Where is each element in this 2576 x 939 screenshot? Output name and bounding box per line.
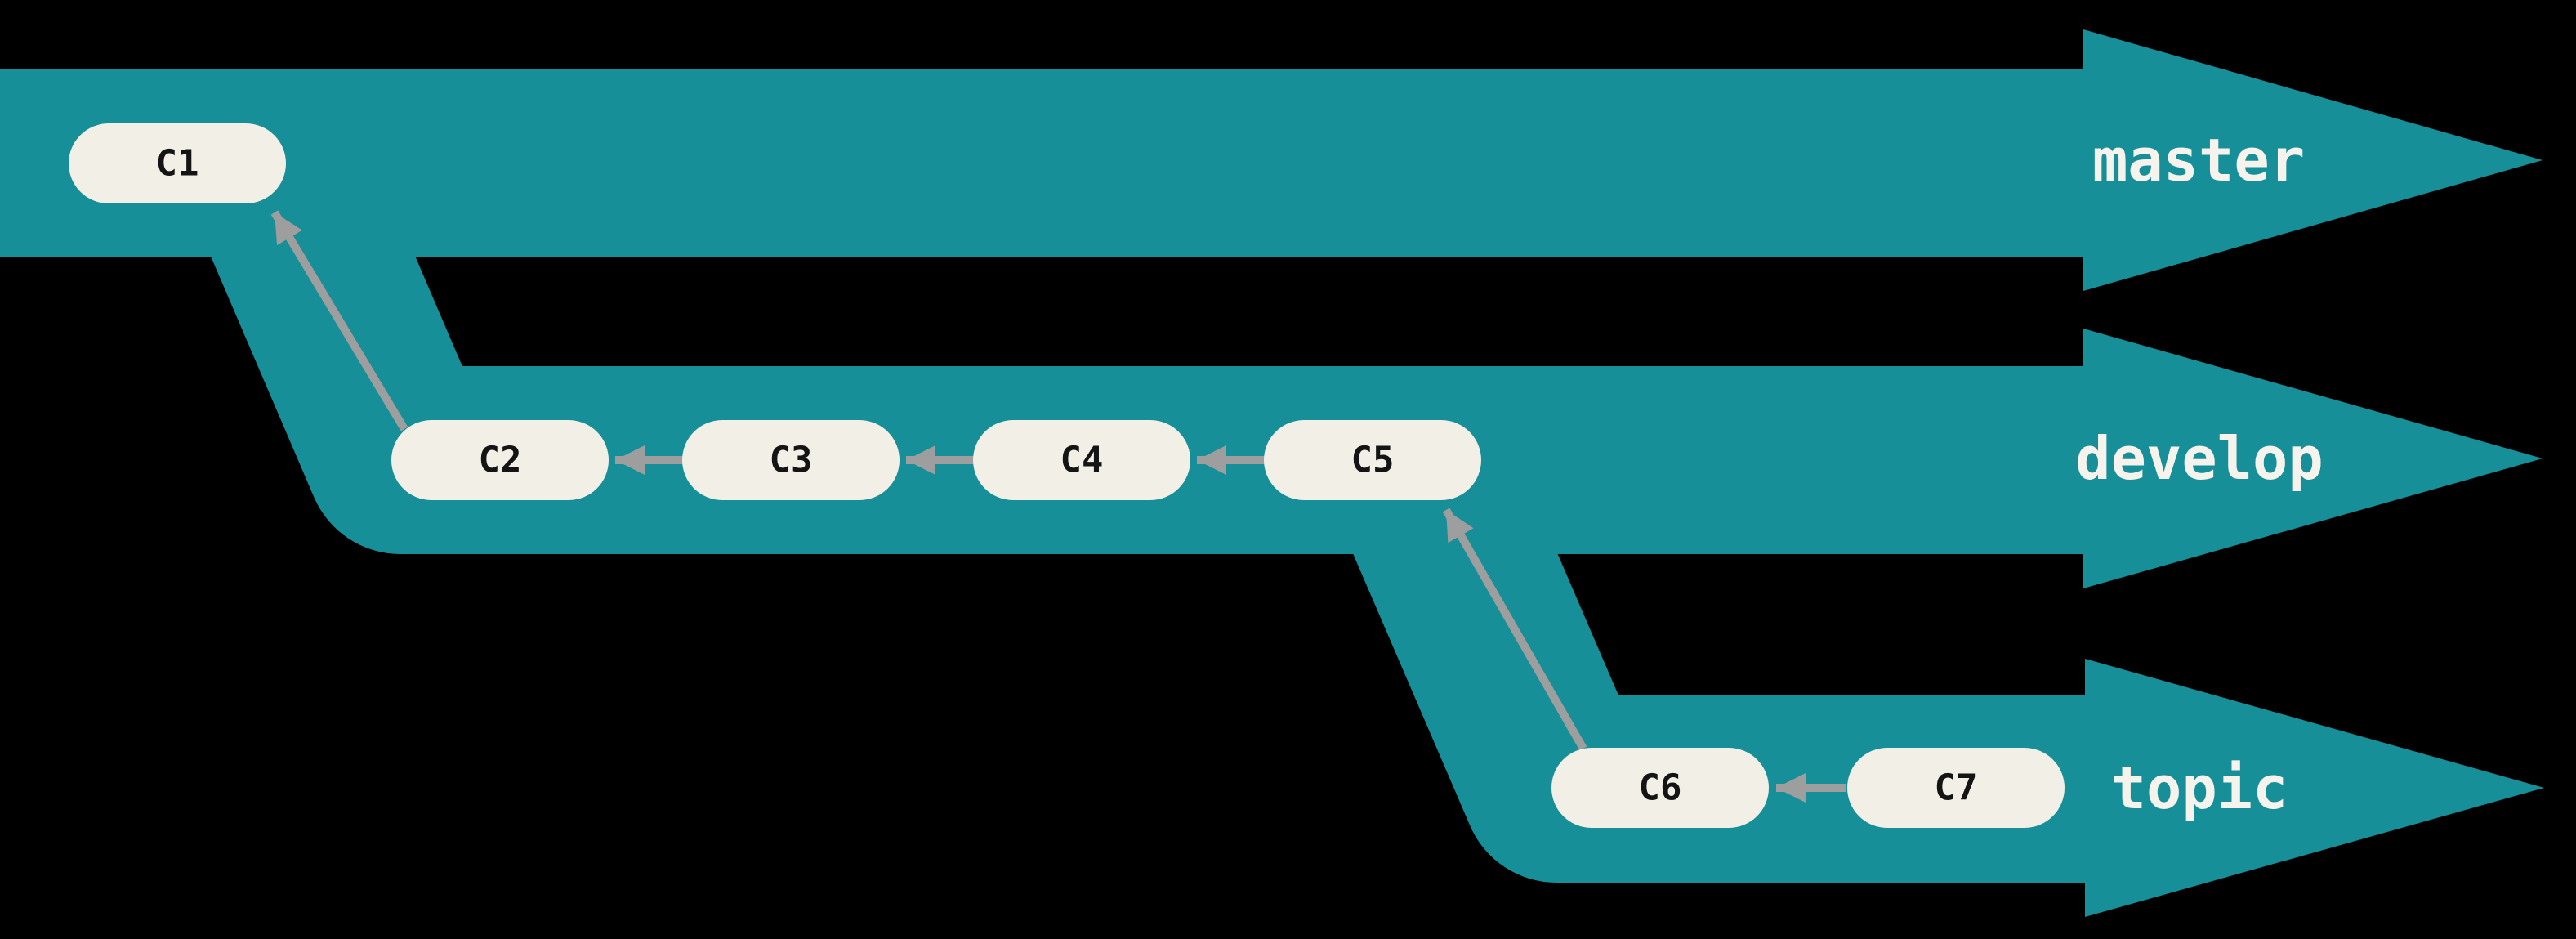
commit-node-C3 — [682, 420, 900, 500]
commit-label-C7: C7 — [1935, 767, 1978, 809]
branch-label-master: master — [2092, 126, 2305, 195]
commit-node-C2 — [391, 420, 609, 500]
edge-C6-C5 — [1442, 508, 1587, 751]
commit-label-C5: C5 — [1351, 440, 1395, 481]
commit-node-C7 — [1847, 748, 2065, 828]
branch-arrowhead-develop — [2083, 329, 2543, 588]
branch-label-develop: develop — [2075, 424, 2323, 493]
commit-label-C3: C3 — [770, 440, 813, 481]
commit-node-C4 — [973, 420, 1190, 500]
branch-arrowhead-topic — [2085, 659, 2544, 917]
commit-label-C4: C4 — [1060, 440, 1104, 481]
commit-node-C1 — [69, 123, 286, 203]
branch-label-topic: topic — [2111, 753, 2288, 822]
commit-label-C6: C6 — [1639, 767, 1682, 809]
commit-node-C6 — [1551, 748, 1769, 828]
commit-label-C2: C2 — [479, 440, 522, 481]
branch-arrowhead-master — [2083, 29, 2543, 291]
commit-node-C5 — [1264, 420, 1481, 500]
edge-C2-C1 — [270, 210, 408, 431]
commit-label-C1: C1 — [156, 143, 199, 185]
